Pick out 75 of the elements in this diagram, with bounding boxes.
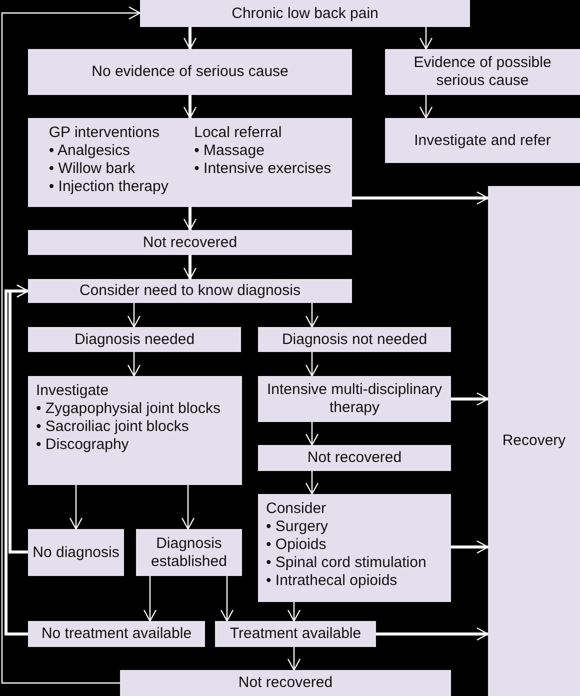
arrow [127,303,141,328]
list-item: • Analgesics [48,142,132,160]
box-text: Consider [266,500,326,518]
list-item: • Discography [36,436,130,454]
process-box [28,529,124,576]
process-box [136,529,242,576]
list-item: • Injection therapy [48,178,168,196]
process-box [28,49,352,95]
arrow [287,647,301,671]
box-text: Diagnosis established [150,534,228,570]
box-text: No diagnosis [32,544,120,562]
process-box [120,670,451,696]
arrow [419,95,433,119]
arrow [183,255,197,280]
process-box [28,230,352,255]
process-box [385,49,580,95]
process-box [488,186,580,696]
box-text: Investigate [36,382,109,400]
arrow [69,485,83,530]
process-box [28,621,205,647]
list-item: • Intensive exercises [194,160,332,178]
process-box [385,118,580,163]
box-text: No treatment available [41,625,192,643]
box-text: Evidence of possible serious cause [412,54,552,90]
arrow [127,352,141,377]
arrow [4,284,29,636]
list-item: • Massage [194,142,266,160]
list-item: • Intrathecal opioids [266,572,398,590]
list-item: • Spinal cord stimulation [266,554,426,572]
process-box [28,279,352,303]
box-text: Diagnosis needed [74,330,195,348]
process-box [28,376,242,485]
process-box [258,445,451,471]
box-text: Consider need to know diagnosis [80,282,300,300]
arrow [451,540,489,554]
box-text: GP interventions [48,124,160,142]
arrow [305,303,319,328]
list-item: • Opioids [266,536,328,554]
intervention-box [28,118,352,207]
arrow [287,602,301,622]
process-box [258,327,451,352]
arrow [305,352,319,377]
arrow [183,27,197,50]
box-text: Recovery [502,432,566,450]
arrow [143,576,157,622]
box-text: Chronic low back pain [232,4,378,22]
arrow [305,471,319,495]
arrow [451,392,489,406]
box-text: Not recovered [238,674,333,692]
box-text: Local referral [194,124,282,142]
box-text: Not recovered [142,234,238,252]
arrow [305,422,319,446]
box-text: Not recovered [307,449,402,467]
arrow [352,191,489,205]
arrow [181,485,195,530]
box-text: Intensive multi-disciplinary therapy [266,381,444,417]
arrow [183,207,197,231]
list-item: • Zygapophysial joint blocks [36,400,221,418]
arrow [220,576,234,622]
arrow [183,95,197,119]
box-text: No evidence of serious cause [92,63,288,81]
process-box [28,327,241,352]
box-text: Treatment available [230,625,362,643]
box-text: Investigate and refer [414,132,551,150]
arrow [1,6,141,684]
process-box [215,621,376,647]
list-item: • Willow bark [48,160,135,178]
list-item: • Sacroiliac joint blocks [36,418,189,436]
process-box [258,376,451,422]
box-text: Diagnosis not needed [282,330,428,348]
arrow [419,27,433,50]
list-item: • Surgery [266,518,329,536]
arrow [376,627,489,641]
process-box [258,494,451,602]
process-box [140,0,470,27]
